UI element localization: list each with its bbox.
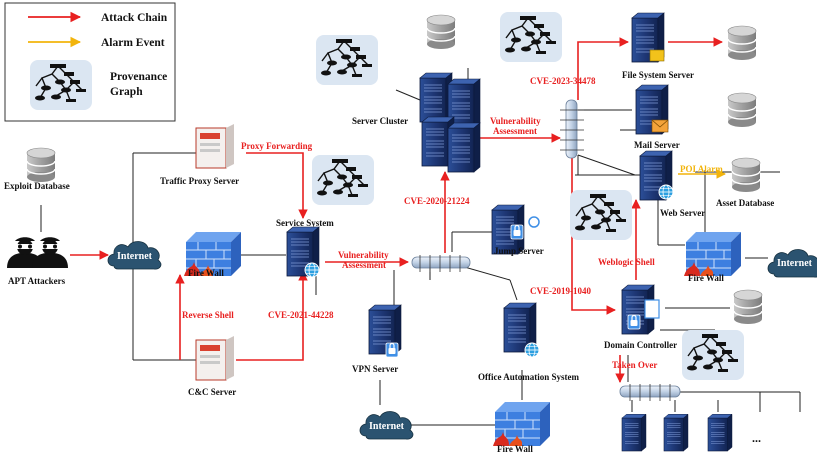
- reverse-shell-label: Reverse Shell: [182, 310, 234, 320]
- network-switch-center: [411, 255, 471, 272]
- database-icon: [731, 157, 761, 193]
- domain-controller-label: Domain Controller: [604, 340, 677, 350]
- provenance-graph-icon: [499, 11, 563, 63]
- vuln-assessment-2-line2: Assessment: [493, 126, 537, 136]
- apt-attackers-label: APT Attackers: [8, 276, 66, 286]
- legend-provenance-line2: Graph: [110, 86, 143, 98]
- vpn-server-label: VPN Server: [352, 364, 398, 374]
- service-system-label: Service System: [276, 218, 334, 228]
- fire-wall-right-label: Fire Wall: [688, 273, 724, 283]
- cve-2021-44228-label: CVE-2021-44228: [268, 310, 334, 320]
- cve-2019-1040-label: CVE-2019-1040: [530, 286, 591, 296]
- vpn-server-icon: [368, 304, 402, 358]
- exploit-database-icon: [26, 147, 56, 183]
- database-icon: [426, 14, 456, 50]
- firewall-icon: [683, 231, 742, 277]
- traffic-proxy-server-icon: [195, 124, 234, 169]
- database-icon: [727, 25, 757, 61]
- network-switch-bottom: [619, 384, 681, 401]
- provenance-graph-icon: [311, 154, 375, 206]
- vuln-assessment-1-line2: Assessment: [342, 260, 386, 270]
- server-icon: [621, 413, 733, 452]
- server-cluster-label: Server Cluster: [352, 116, 408, 126]
- web-server-label: Web Server: [660, 208, 705, 218]
- internet-bottom-label: Internet: [369, 421, 405, 432]
- legend: Attack Chain Alarm Event Provenance Grap…: [4, 2, 176, 122]
- legend-provenance-line1: Provenance: [110, 71, 167, 83]
- jump-server-icon: [491, 204, 540, 255]
- fire-wall-bottom-label: Fire Wall: [497, 444, 533, 454]
- firewall-icon: [492, 401, 551, 447]
- database-icon: [727, 92, 757, 128]
- ellipsis-label: ...: [752, 431, 761, 445]
- asset-database-label: Asset Database: [716, 198, 774, 208]
- office-automation-system-label: Office Automation System: [478, 372, 579, 382]
- proxy-forwarding-label: Proxy Forwarding: [241, 141, 313, 151]
- vuln-assessment-1-line1: Vulnerability: [338, 250, 389, 260]
- poi-alarm-label: POI Alarm: [680, 164, 723, 174]
- hacker-icon: [7, 237, 68, 268]
- database-icon: [733, 289, 763, 325]
- exploit-database-label: Exploit Database: [4, 181, 70, 191]
- weblogic-shell-label: Weblogic Shell: [598, 257, 655, 267]
- mail-server-icon: [635, 84, 669, 135]
- network-switch-right: [560, 99, 584, 159]
- internet-main-label: Internet: [117, 251, 153, 262]
- server-cluster-icon: [419, 72, 481, 173]
- cc-server-icon: [195, 336, 234, 381]
- mail-server-label: Mail Server: [634, 140, 680, 150]
- jump-server-label: Jump Server: [494, 246, 544, 256]
- office-automation-server-icon: [503, 302, 540, 358]
- file-system-server-icon: [631, 12, 665, 63]
- traffic-proxy-server-label: Traffic Proxy Server: [160, 176, 239, 186]
- file-system-server-label: File System Server: [622, 70, 694, 80]
- legend-attack-chain: Attack Chain: [101, 12, 168, 24]
- fire-wall-main-label: Fire Wall: [188, 268, 224, 278]
- taken-over-label: Taken Over: [612, 360, 657, 370]
- legend-alarm-event: Alarm Event: [101, 37, 165, 49]
- vuln-assessment-2-line1: Vulnerability: [490, 116, 541, 126]
- web-server-icon: [639, 150, 674, 201]
- cc-server-label: C&C Server: [188, 387, 236, 397]
- provenance-graph-icon: [315, 34, 379, 86]
- cve-2023-34478-label: CVE-2023-34478: [530, 76, 596, 86]
- server-icon: [286, 226, 320, 278]
- internet-right-label: Internet: [777, 258, 813, 269]
- provenance-graph-icon: [569, 189, 633, 241]
- cve-2020-21224-label: CVE-2020-21224: [404, 196, 470, 206]
- provenance-graph-icon: [29, 59, 93, 111]
- domain-controller-icon: [621, 284, 660, 335]
- provenance-graph-icon: [681, 329, 745, 381]
